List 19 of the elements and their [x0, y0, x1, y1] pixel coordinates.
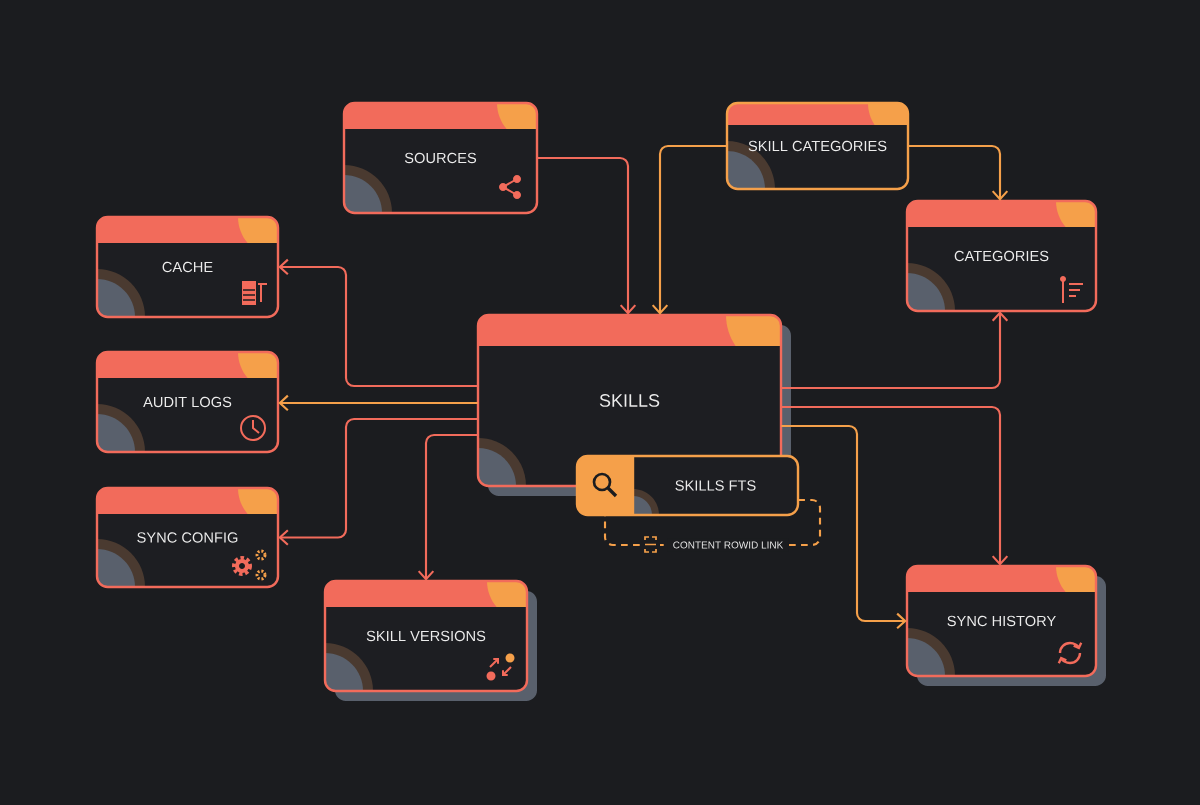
arrow — [278, 394, 478, 412]
table-card: SOURCES — [342, 101, 539, 215]
table-card: SKILL CATEGORIES — [725, 101, 910, 191]
arrow — [781, 424, 907, 630]
search-table-box: SKILLS FTS — [575, 454, 800, 517]
arrow — [781, 405, 1009, 566]
table-card: AUDIT LOGS — [95, 350, 280, 454]
arrow — [781, 311, 1009, 390]
table-card: CATEGORIES — [905, 199, 1098, 313]
arrow — [537, 156, 637, 315]
table-card: CACHE — [95, 215, 280, 319]
arrow — [651, 144, 727, 315]
arrow — [417, 433, 478, 581]
arrow — [278, 417, 478, 546]
arrow — [278, 258, 478, 388]
table-card: SYNC HISTORY — [905, 564, 1106, 686]
arrow — [908, 144, 1009, 201]
table-card: SYNC CONFIG — [95, 486, 280, 589]
table-card: SKILL VERSIONS — [323, 579, 537, 701]
